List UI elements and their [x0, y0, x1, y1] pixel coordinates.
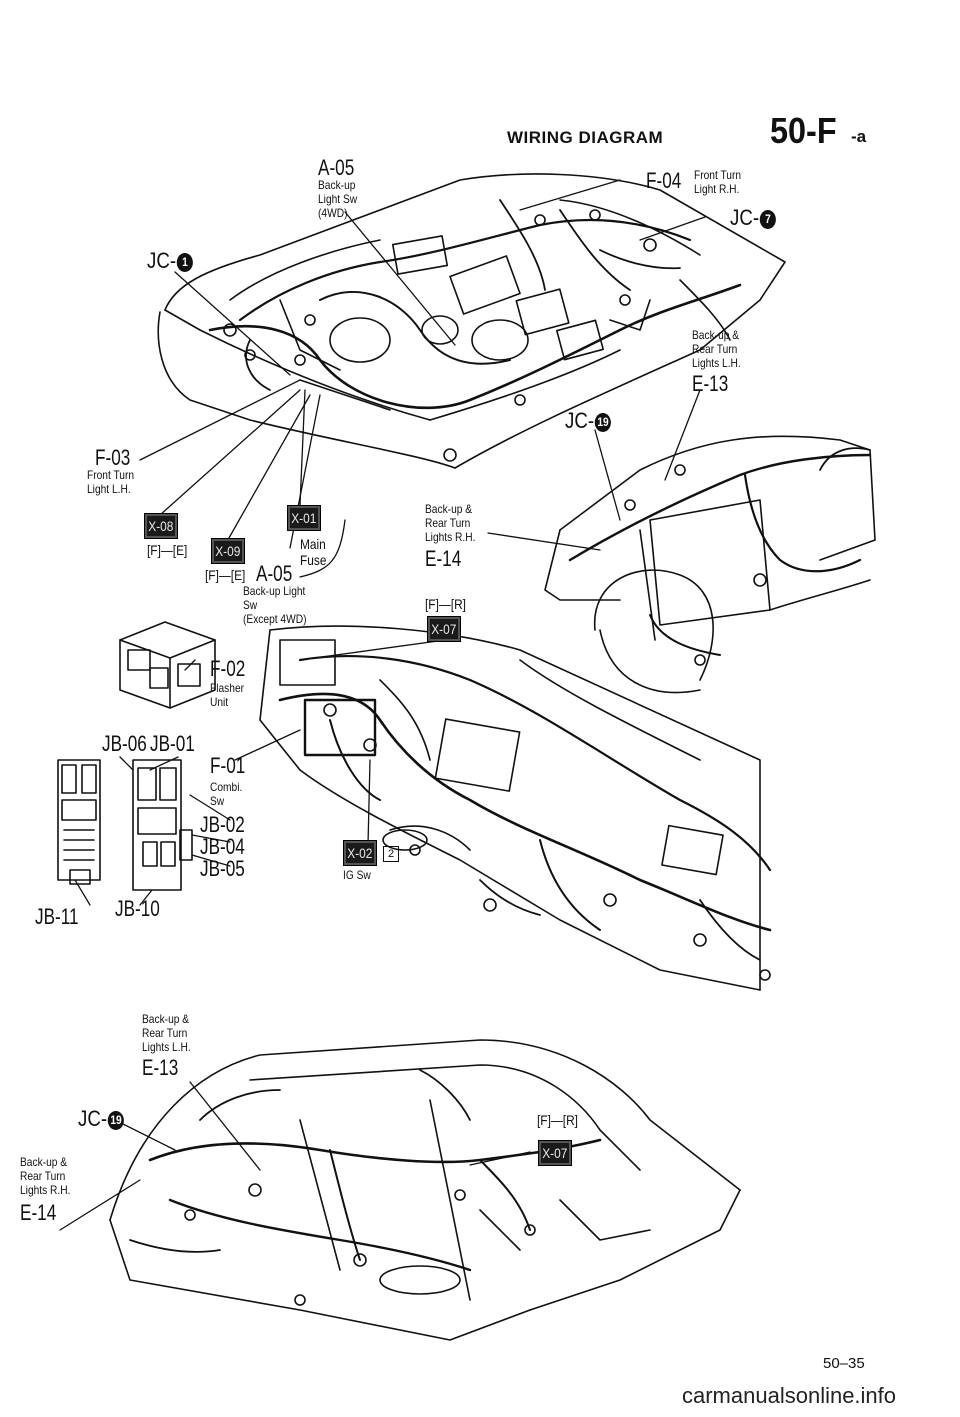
label-f04-desc: Front Turn Light R.H. [694, 168, 742, 196]
rear-quarter-drawing [544, 435, 876, 694]
label-x09-conn: [F]—[E] [205, 567, 246, 583]
connector-x07-bottom-badge: X-07 [538, 1140, 572, 1166]
label-x01-desc: Main Fuse [300, 536, 327, 568]
page-number: 50–35 [823, 1355, 865, 1372]
label-e14-bottom-code: E-14 [20, 1200, 57, 1225]
label-a05-mid-code: A-05 [256, 561, 293, 586]
label-jc7: JC-7 [730, 207, 777, 229]
label-f02-code: F-02 [210, 656, 246, 681]
connector-x02-badge: X-02 [343, 840, 377, 866]
label-f03-desc: Front Turn Light L.H. [87, 468, 135, 496]
label-a05-mid-desc: Back-up Light Sw (Except 4WD) [243, 584, 307, 626]
label-e13-code: E-13 [692, 371, 729, 396]
junction-block-drawing [57, 759, 193, 891]
label-f03-code: F-03 [95, 445, 131, 470]
label-e13-bottom-code: E-13 [142, 1055, 179, 1080]
label-e14-code: E-14 [425, 546, 462, 571]
label-x07-bottom-conn: [F]—[R] [537, 1112, 578, 1128]
connector-x01-badge: X-01 [287, 505, 321, 531]
pin-number-box: 2 [383, 846, 399, 862]
label-jb05: JB-05 [200, 856, 245, 881]
diagram-heading: WIRING DIAGRAM [507, 128, 664, 147]
label-e13-desc: Back-up & Rear Turn Lights L.H. [692, 328, 741, 370]
section-suffix: -a [851, 127, 867, 146]
engine-compartment-drawing [157, 173, 786, 469]
section-number: 50-F [770, 110, 837, 151]
label-e14-desc: Back-up & Rear Turn Lights R.H. [425, 502, 476, 544]
leader-lines [59, 179, 706, 1231]
label-a05-desc: Back-up Light Sw (4WD) [318, 178, 358, 220]
flasher-relay-module-drawing [119, 621, 216, 709]
label-x08-conn: [F]—[E] [147, 542, 188, 558]
label-a05-code: A-05 [318, 155, 355, 180]
label-jc19: JC-19 [565, 410, 612, 432]
label-x02-desc: IG Sw [343, 868, 371, 882]
label-jb10: JB-10 [115, 896, 160, 921]
dashboard-drawing [259, 625, 772, 991]
label-x07-conn: [F]—[R] [425, 596, 466, 612]
label-f02-desc: Flasher Unit [210, 681, 245, 709]
label-jc1: JC-1 [147, 250, 194, 272]
label-jb06: JB-06 [102, 731, 147, 756]
label-e14-bottom-desc: Back-up & Rear Turn Lights R.H. [20, 1155, 71, 1197]
rear-body-drawing [109, 1039, 741, 1341]
watermark-text: carmanualsonline.info [682, 1383, 897, 1408]
connector-x08-badge: X-08 [144, 513, 178, 539]
label-f01-desc: Combi. Sw [210, 780, 243, 808]
label-jb11: JB-11 [35, 904, 79, 929]
label-jb02: JB-02 [200, 812, 245, 837]
label-f01-code: F-01 [210, 753, 246, 778]
connector-x09-badge: X-09 [211, 538, 245, 564]
label-jc19-bottom: JC-19 [78, 1108, 125, 1130]
label-e13-bottom-desc: Back-up & Rear Turn Lights L.H. [142, 1012, 191, 1054]
connector-x07-badge: X-07 [427, 616, 461, 642]
label-jb04: JB-04 [200, 834, 245, 859]
label-f04-code: F-04 [646, 168, 682, 193]
label-jb01: JB-01 [150, 731, 195, 756]
